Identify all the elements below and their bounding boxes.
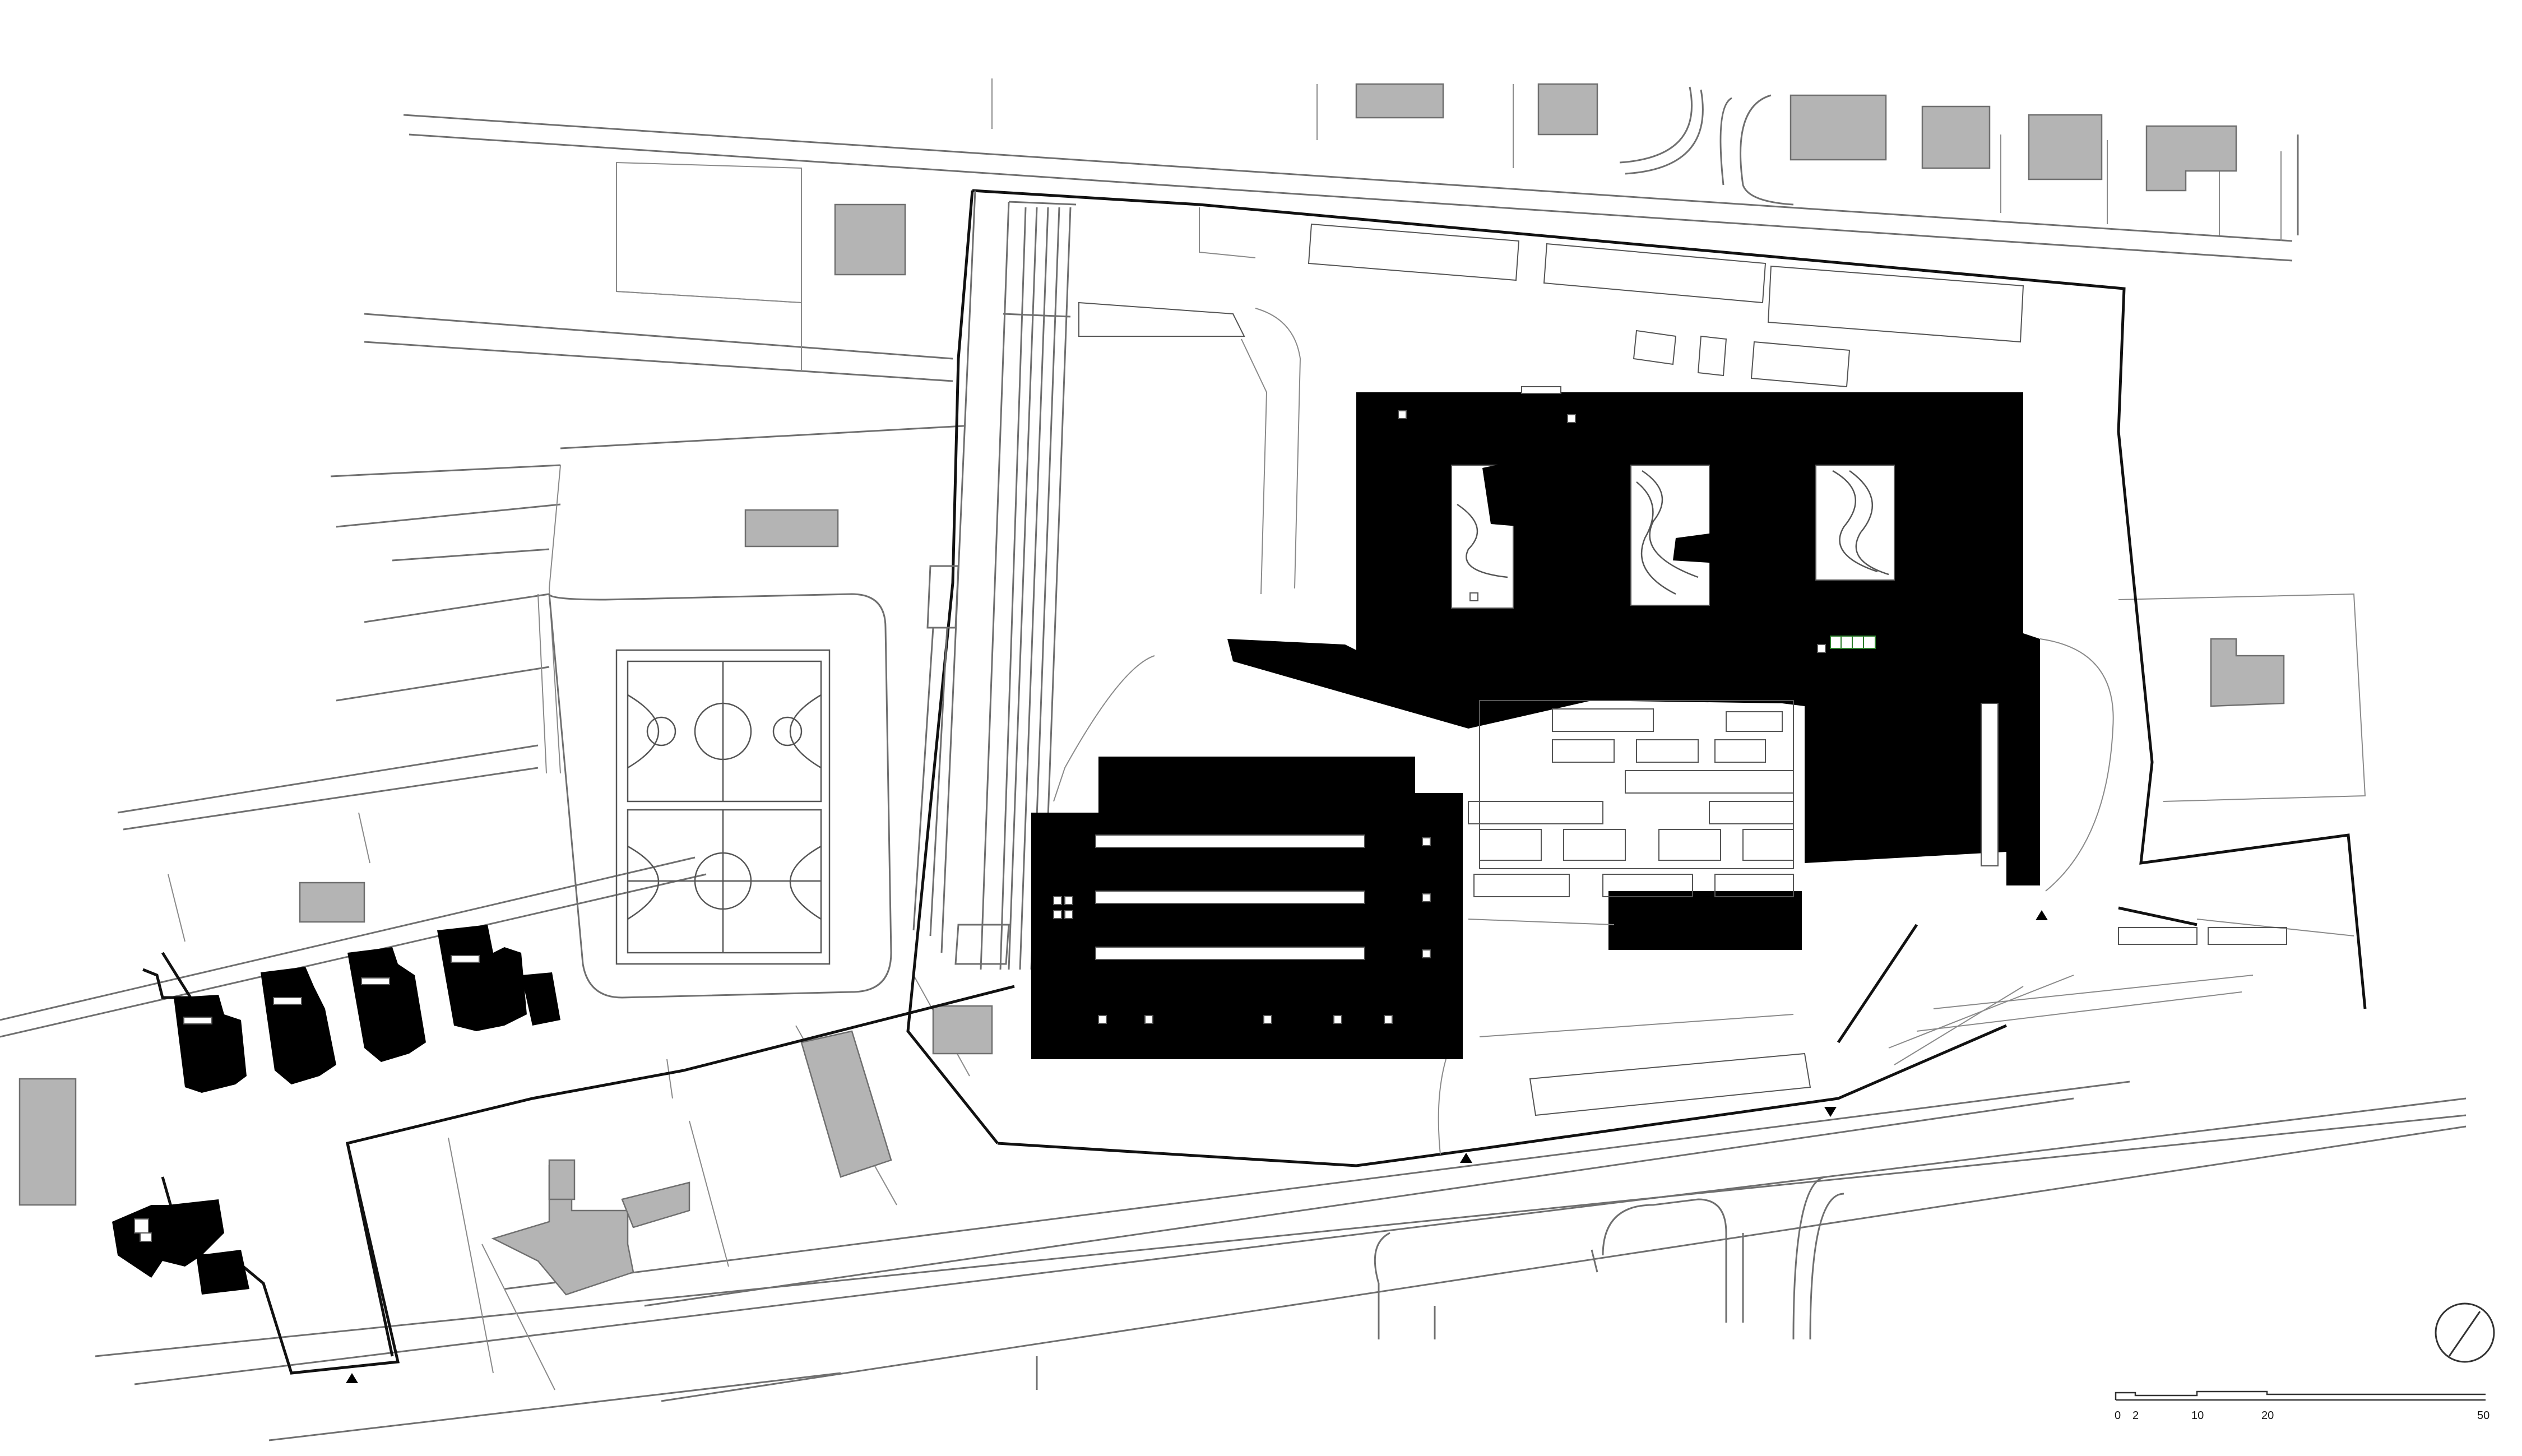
court-outline: [615, 649, 831, 965]
entrance-triangle-icon: [2036, 910, 2048, 920]
existing-building: [2145, 125, 2237, 192]
scale-label-50: 50: [2477, 1409, 2489, 1422]
row-houses: [112, 925, 560, 1295]
existing-building: [621, 1181, 690, 1228]
row-house: [347, 947, 426, 1062]
courtyard: [1815, 465, 1895, 581]
entrance-triangle-icon: [1460, 1153, 1472, 1163]
scale-label-10: 10: [2191, 1409, 2204, 1422]
existing-buildings: [18, 83, 2285, 1296]
roads: [0, 86, 2467, 1441]
row-house: [174, 995, 247, 1093]
existing-building: [548, 1159, 576, 1200]
existing-building: [800, 1030, 892, 1178]
existing-building: [2028, 114, 2103, 180]
row-house: [437, 925, 527, 1031]
school-building-north: [1227, 386, 2040, 885]
existing-building: [299, 882, 365, 923]
central-yard: [1053, 638, 2287, 1155]
site-boundary: [142, 189, 2367, 1375]
school-building-south: [1031, 757, 1802, 1059]
scale-label-0: 0: [2115, 1409, 2121, 1422]
existing-building: [18, 1078, 77, 1206]
scale-label-2: 2: [2132, 1409, 2139, 1422]
sports-court: [548, 593, 892, 999]
gym-block: [1031, 757, 1463, 1059]
row-house: [196, 1250, 249, 1295]
existing-building: [1789, 94, 1887, 161]
parking-north: [1078, 207, 2024, 595]
existing-building: [834, 203, 906, 276]
existing-building: [2210, 638, 2285, 707]
scale-bar: 0 2 10 20 50: [2115, 1390, 2489, 1422]
existing-building: [1921, 105, 1991, 169]
entrances: [346, 910, 2048, 1383]
row-house: [521, 972, 560, 1026]
existing-building: [744, 509, 839, 548]
entrance-triangle-icon: [1824, 1107, 1837, 1117]
running-track: [912, 190, 1077, 970]
annex-block: [1608, 891, 1802, 950]
existing-building: [932, 1005, 993, 1055]
row-house: [261, 967, 336, 1084]
scale-label-20: 20: [2261, 1409, 2274, 1422]
existing-building: [1537, 83, 1598, 136]
entrance-triangle-icon: [346, 1373, 358, 1383]
existing-building: [1355, 83, 1444, 119]
north-arrow-icon: [2435, 1302, 2495, 1363]
